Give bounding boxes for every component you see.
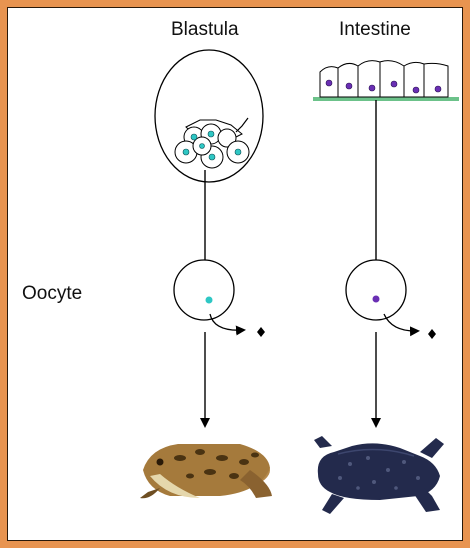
right-oocyte	[345, 259, 436, 339]
cell-pick-mark	[235, 117, 249, 133]
blastula-nuclei	[182, 130, 242, 161]
transplanted-blastula-nucleus	[205, 296, 213, 304]
intestine-nuclei	[325, 79, 442, 94]
right-nucleus-removal-arrow	[383, 313, 420, 337]
transplanted-intestine-nucleus	[372, 295, 380, 303]
right-removed-nucleus	[428, 329, 436, 339]
blastula-embryo	[154, 49, 264, 183]
blastula-label: Blastula	[171, 19, 239, 40]
left-oocyte	[173, 259, 265, 337]
oocyte-label: Oocyte	[22, 283, 83, 304]
intestine-epithelium	[313, 60, 459, 101]
left-removed-nucleus	[257, 327, 265, 337]
abnormal-frog-picture	[314, 436, 444, 514]
left-nucleus-removal-arrow	[209, 313, 246, 336]
normal-frog-picture	[140, 444, 272, 499]
intestine-label: Intestine	[339, 19, 411, 40]
